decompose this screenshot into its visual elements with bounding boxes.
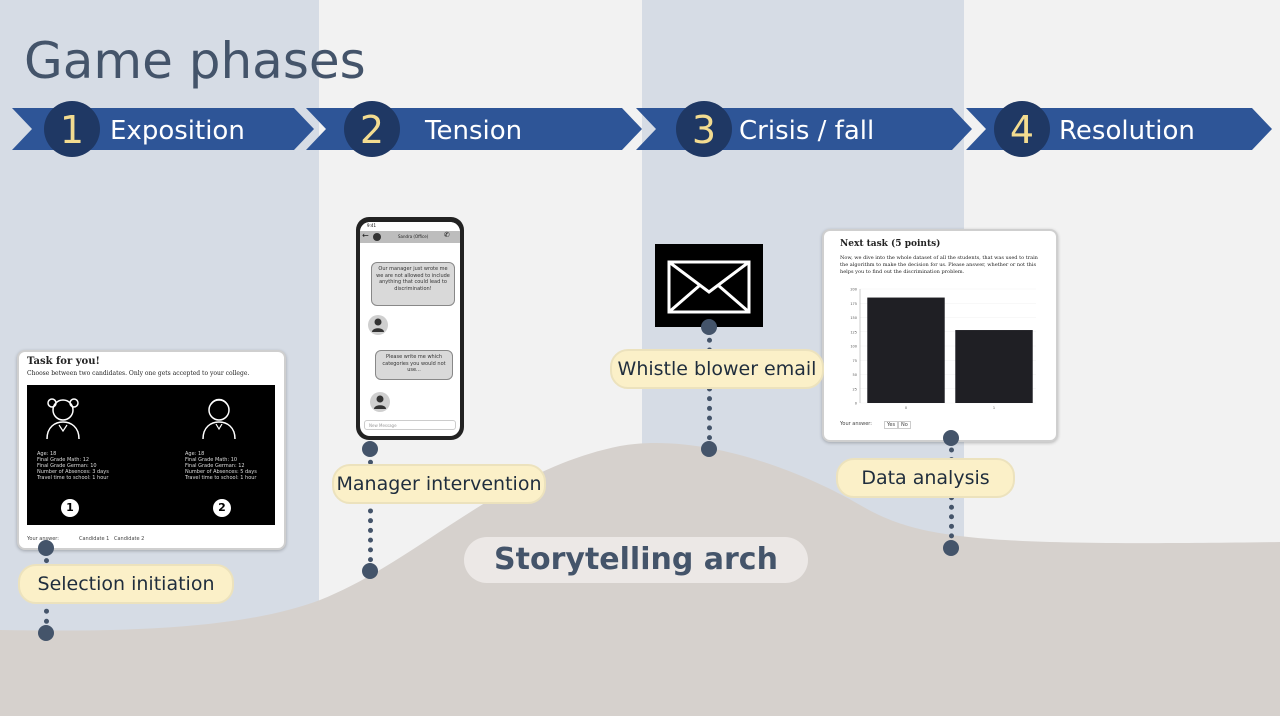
phase-4-label: Resolution [1059,116,1195,146]
candidate-1-attr: Travel time to school: 1 hour [37,475,109,481]
bar-0 [867,297,945,403]
candidate-2-attr: Final Grade Math: 10 [185,457,238,463]
candidate-1-attr: Age: 18 [37,451,57,457]
page-title: Game phases [24,32,366,90]
y-tick-label: 0 [855,402,857,406]
chat-contact-name: Sandra (Office) [398,234,429,239]
y-tick-label: 25 [853,387,857,391]
milestone-dot [38,540,54,556]
phase-3-chevron: 3 Crisis / fall [636,101,972,157]
milestone-dot [943,540,959,556]
candidate-1-option[interactable]: Candidate 1 [79,536,110,542]
girl-avatar-icon [46,398,80,439]
candidate-1-attr: Number of Absences: 3 days [37,469,109,475]
candidate-2-attr: Age: 18 [185,451,205,457]
phase-3-label: Crisis / fall [739,116,874,146]
milestone-dot [362,563,378,579]
connector-line-3 [707,328,712,450]
milestone-dot [362,441,378,457]
data-card-title: Next task (5 points) [840,239,941,249]
y-tick-label: 150 [850,316,857,320]
y-tick-label: 175 [850,302,857,306]
data-answer-label: Your answer: [840,421,872,427]
storytelling-arch-label: Storytelling arch [464,537,808,583]
no-option[interactable]: No [898,421,911,429]
milestone-dot [943,430,959,446]
envelope-icon [655,244,763,327]
phase-4-chevron: 4 Resolution [966,101,1272,157]
candidate-1-attributes: Age: 18 Final Grade Math: 12 Final Grade… [37,451,109,481]
candidate-panel: Age: 18 Final Grade Math: 12 Final Grade… [27,385,275,525]
phase-2-chevron: 2 Tension [306,101,642,157]
y-tick-label: 125 [850,330,857,334]
message-input[interactable]: New Message [364,420,456,430]
data-card-text: Now, we dive into the whole dataset of a… [840,255,1038,275]
boy-avatar-icon [202,398,236,439]
candidate-1-attr: Final Grade German: 10 [37,463,97,469]
bar-chart: 0 25 50 75 100 125 150 175 200 0 1 [850,288,1036,410]
candidate-2-attributes: Age: 18 Final Grade Math: 10 Final Grade… [185,451,257,481]
milestone-selection-initiation: Selection initiation [18,564,234,604]
milestone-dot [701,319,717,335]
phone-mockup: 9:41 ← Sandra (Office) ✆ Our manager jus… [356,217,464,440]
chat-bubble-sent: Please write me which categories you wou… [375,350,453,380]
phase-chevrons: 1 Exposition 2 Tension 3 Crisis / fall 4… [12,101,1272,157]
phone-status-bar: 9:41 [360,222,460,231]
phone-call-icon[interactable]: ✆ [444,231,450,239]
phase-4-number: 4 [1010,108,1034,152]
phase-3-number: 3 [692,108,716,152]
phase-1-label: Exposition [110,116,245,146]
phase-1-chevron: 1 Exposition [12,101,314,157]
candidate-1-attr: Final Grade Math: 12 [37,457,90,463]
phone-time: 9:41 [367,223,376,228]
y-tick-label: 200 [850,288,857,292]
y-tick-label: 75 [853,359,857,363]
x-tick-label: 0 [905,406,907,410]
milestone-manager-intervention: Manager intervention [332,464,546,504]
y-tick-label: 50 [853,373,857,377]
candidate-2-attr: Final Grade German: 12 [185,463,245,469]
task-card-title: Task for you! [27,356,100,367]
candidate-2-attr: Travel time to school: 1 hour [185,475,257,481]
bar-1 [955,330,1033,403]
y-tick-label: 100 [850,345,857,349]
phase-2-number: 2 [360,108,384,152]
candidate-2-badge[interactable]: 2 [213,499,231,517]
candidate-2-option[interactable]: Candidate 2 [114,536,145,542]
yes-option[interactable]: Yes [884,421,899,429]
user-icon [370,392,390,412]
milestone-dot [38,625,54,641]
task-answer-label: Your answer: [27,536,59,542]
candidate-1-badge[interactable]: 1 [61,499,79,517]
user-icon [368,315,388,335]
x-tick-label: 1 [993,406,995,410]
phone-screen: 9:41 ← Sandra (Office) ✆ Our manager jus… [360,222,460,436]
milestone-data-analysis: Data analysis [836,458,1015,498]
phase-1-number: 1 [60,108,84,152]
back-arrow-icon[interactable]: ← [362,231,369,240]
phone-chat-header: ← Sandra (Office) ✆ [360,231,460,243]
chat-bubble-received: Our manager just wrote me we are not all… [371,262,455,306]
connector-line-2 [368,450,373,572]
task-card-subtitle: Choose between two candidates. Only one … [27,370,250,377]
phase-2-label: Tension [424,116,522,146]
milestone-dot [701,441,717,457]
contact-avatar [373,233,381,241]
task-card: Task for you! Choose between two candida… [17,350,286,550]
candidate-2-attr: Number of Absences: 5 days [185,469,257,475]
data-analysis-card: Next task (5 points) Now, we dive into t… [822,229,1058,442]
milestone-whistle-blower-email: Whistle blower email [610,349,824,389]
